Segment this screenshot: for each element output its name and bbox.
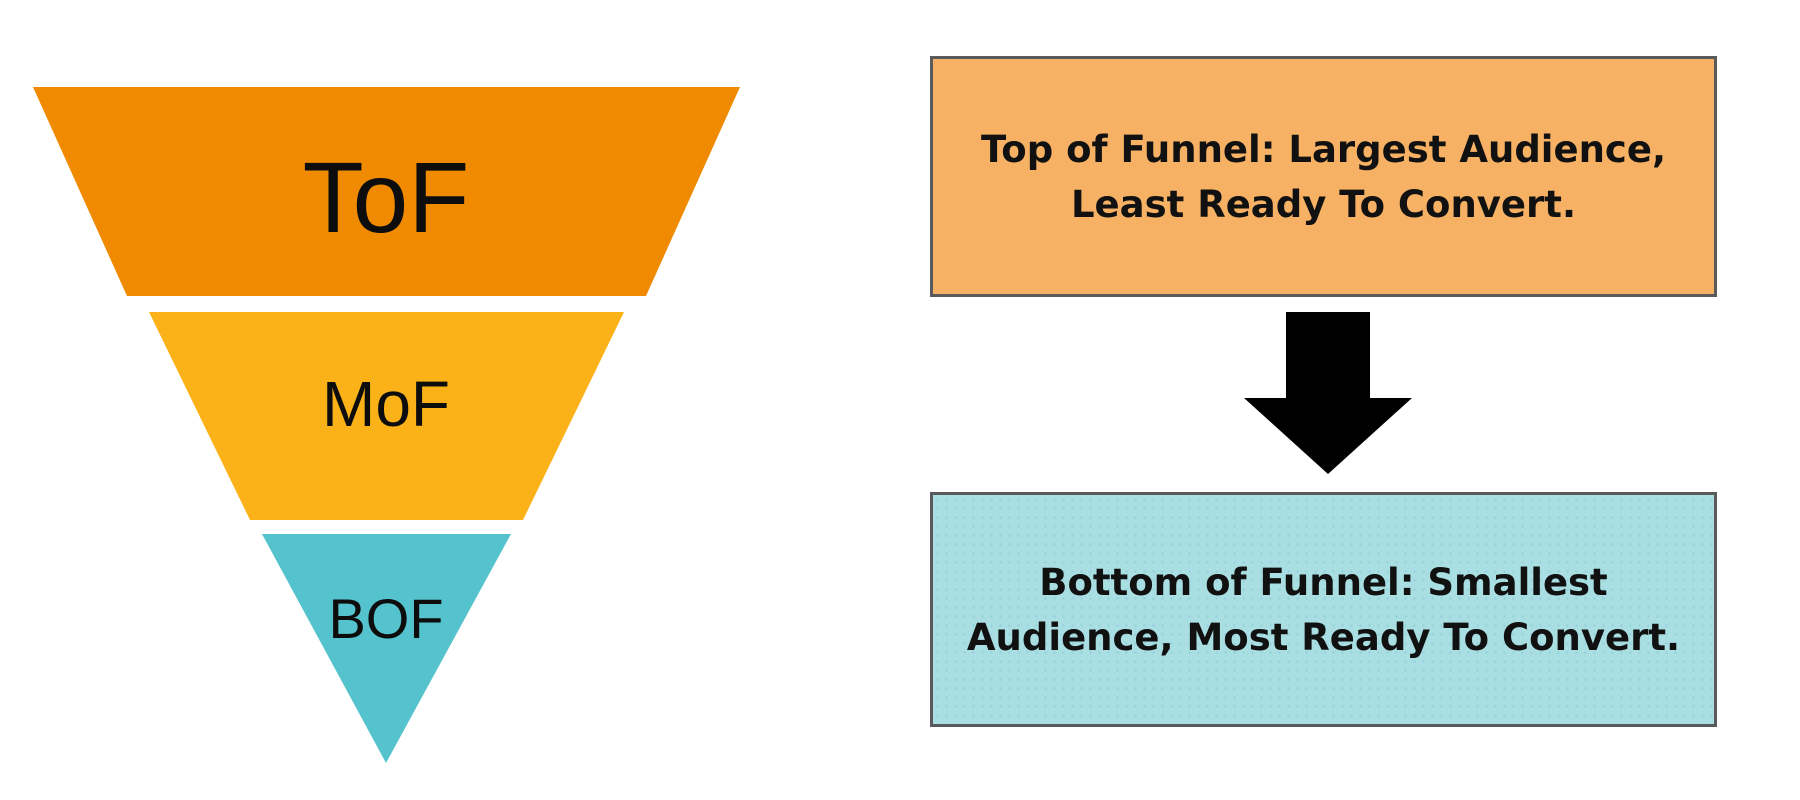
down-arrow-icon [1244,312,1412,474]
funnel-label-mof: MoF [322,368,450,440]
bottom-box-line-1: Bottom of Funnel: Smallest [1039,560,1608,604]
top-box-line-1: Top of Funnel: Largest Audience, [980,127,1667,171]
top-box-line-2: Least Ready To Convert. [1070,182,1576,226]
top-of-funnel-box: Top of Funnel: Largest Audience, Least R… [930,56,1717,297]
funnel-segment-tof [33,87,740,296]
funnel-label-tof: ToF [303,142,470,254]
bottom-of-funnel-box: Bottom of Funnel: Smallest Audience, Mos… [930,492,1717,727]
funnel-label-bof: BOF [328,587,443,650]
funnel-segment-bof [262,534,511,763]
bottom-box-line-2: Audience, Most Ready To Convert. [966,615,1681,659]
funnel-segment-mof [149,312,624,520]
